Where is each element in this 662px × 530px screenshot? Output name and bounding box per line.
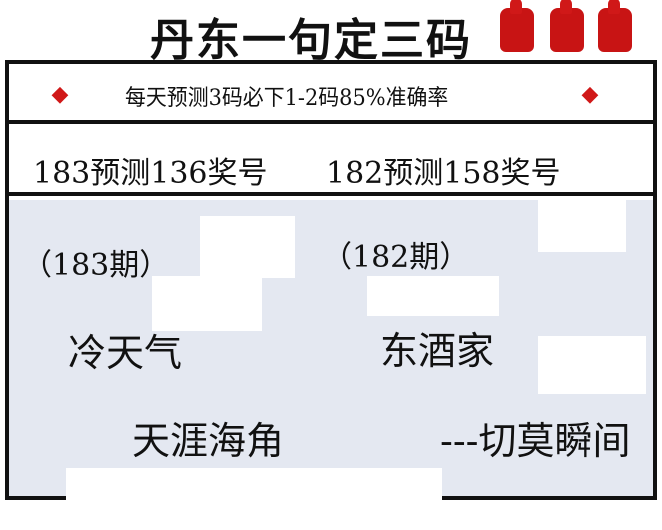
- lottery-logo-icon: ◆: [581, 82, 599, 107]
- redaction: [538, 336, 646, 394]
- prediction-left: 183预测136奖号: [33, 156, 268, 191]
- redaction: [200, 216, 295, 278]
- riddle-right-line2: ---切莫瞬间: [440, 419, 631, 463]
- riddle-left-line1: 冷天气: [68, 331, 183, 375]
- thumbs-up-icon: [550, 0, 584, 52]
- slogan-row: [9, 64, 653, 124]
- lottery-logo-icon: ◆: [51, 82, 69, 107]
- prediction-right: 182预测158奖号: [326, 156, 561, 191]
- redaction: [367, 276, 499, 316]
- page-title: 丹东一句定三码: [150, 15, 472, 66]
- redaction: [538, 196, 626, 252]
- slogan-text: 每天预测3码必下1-2码85%准确率: [125, 86, 449, 111]
- redaction: [152, 276, 262, 331]
- prediction-row: [9, 124, 653, 196]
- period-right: （182期）: [322, 240, 470, 275]
- thumbs-up-icon: [500, 0, 534, 52]
- period-left: （183期）: [22, 248, 170, 283]
- thumbs-up-icon: [598, 0, 632, 52]
- riddle-right-line1: 东酒家: [380, 329, 495, 373]
- riddle-left-line2: 天涯海角: [132, 419, 285, 463]
- redaction: [66, 468, 442, 530]
